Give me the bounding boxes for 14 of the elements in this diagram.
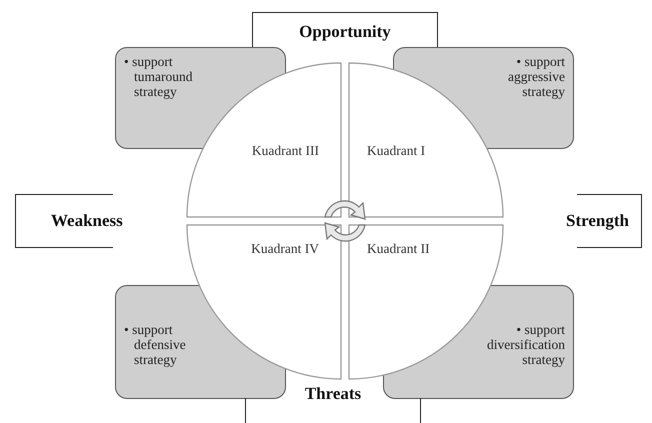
bullet-item: • support aggressive strategy [507, 54, 565, 99]
bullet-item: • support defensive strategy [124, 322, 187, 367]
bullet-item: • support diversification strategy [486, 322, 565, 367]
bullet-item: • support tumaround strategy [124, 54, 194, 99]
axis-label: Threats [304, 384, 362, 404]
quadrant-label: Kuadrant III [252, 143, 319, 159]
quadrant-label: Kuadrant I [367, 143, 426, 159]
axis-label: Weakness [51, 211, 123, 231]
quadrant-sector [187, 225, 341, 379]
axis-label: Strength [566, 211, 629, 231]
quadrant-sector [349, 63, 503, 217]
axis-label: Opportunity [298, 22, 392, 42]
quadrant-label: Kuadrant IV [251, 241, 319, 257]
quadrant-label: Kuadrant II [367, 241, 430, 257]
